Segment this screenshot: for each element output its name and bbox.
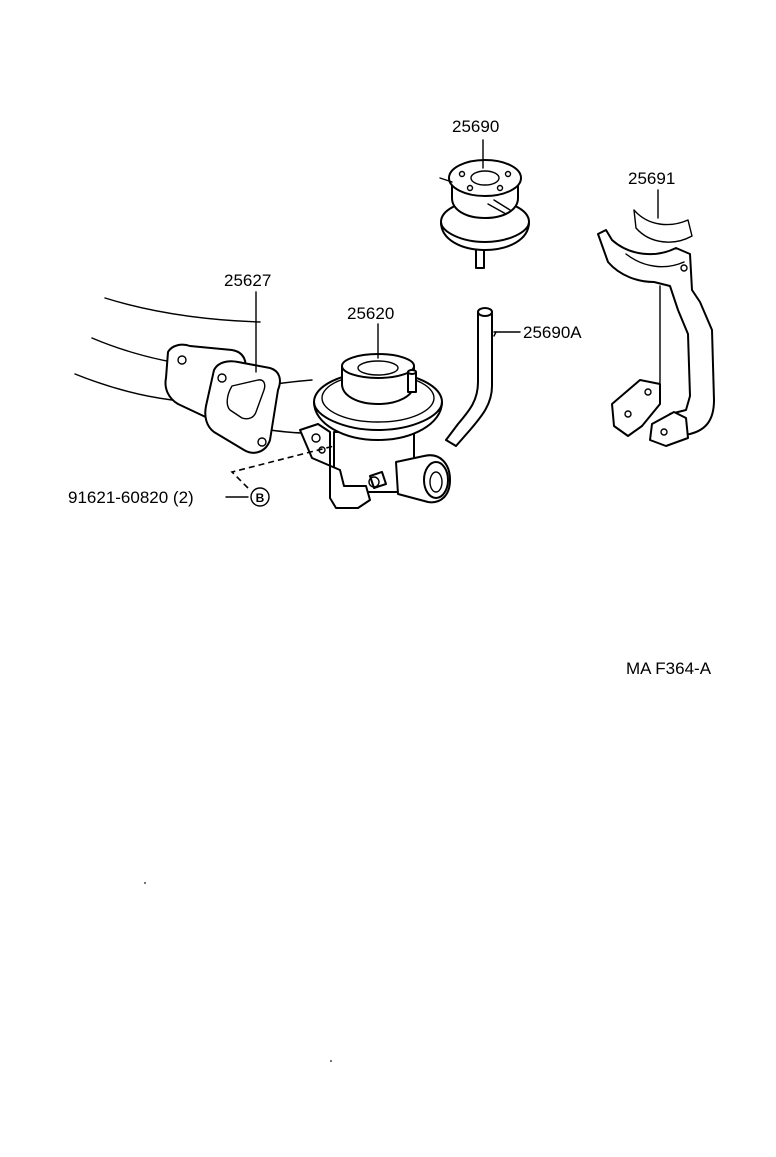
callout-letter: B — [256, 491, 265, 505]
leader-lines — [225, 139, 659, 498]
modulator-drawing — [439, 159, 530, 269]
reference-code: MA F364-A — [626, 659, 712, 678]
bolt-dashed-leader — [230, 445, 335, 489]
part-number-25691: 25691 — [628, 169, 676, 188]
part-number-25627: 25627 — [224, 271, 272, 290]
callout-circle — [250, 487, 270, 507]
part-number-25620: 25620 — [347, 304, 395, 323]
part-number-25690a: 25690A — [523, 323, 582, 342]
part-number-25690: 25690 — [452, 117, 500, 136]
speck-dot — [330, 1060, 332, 1062]
egr-valve-drawing — [299, 353, 451, 509]
speck-dot — [144, 882, 146, 884]
gasket-drawing — [204, 360, 281, 454]
exhaust-pipe-drawing — [74, 297, 313, 434]
part-number-bolt: 91621-60820 (2) — [68, 488, 194, 507]
hose-drawing — [445, 307, 493, 447]
bracket-drawing — [597, 209, 715, 447]
